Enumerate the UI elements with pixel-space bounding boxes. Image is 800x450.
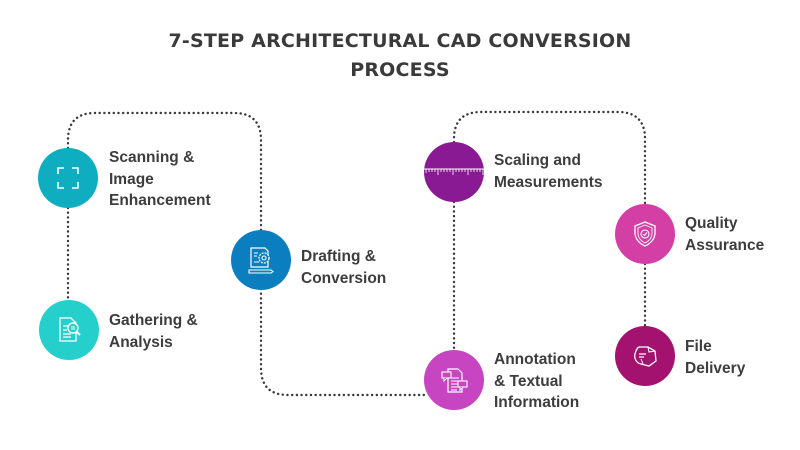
- step-2-label: Gathering & Analysis: [109, 310, 198, 353]
- step-6-circle: [615, 204, 675, 264]
- step-4-label-line: Measurements: [494, 173, 603, 191]
- document-comments-icon: [441, 368, 468, 393]
- connector-step4-step6: [452, 110, 647, 206]
- step-3-label: Drafting & Conversion: [301, 246, 386, 289]
- step-2-label-line: Analysis: [109, 333, 173, 351]
- blueprint-gear-icon: [248, 247, 274, 274]
- step-4-label: Scaling and Measurements: [494, 150, 603, 193]
- step-5-label-line: Information: [494, 394, 580, 411]
- title-line-2: PROCESS: [350, 59, 450, 81]
- delivery-package-icon: [634, 346, 657, 367]
- step-5-label-line: Annotation: [494, 351, 576, 368]
- step-5-label-line: & Textual: [494, 372, 563, 390]
- page-title: 7-STEP ARCHITECTURAL CAD CONVERSION PROC…: [0, 27, 800, 85]
- step-1-label-line: Scanning &: [109, 149, 195, 166]
- connector-step3-step5: [259, 287, 426, 397]
- connector-step1-step3: [66, 111, 263, 233]
- step-7-label-line: File: [685, 338, 712, 355]
- step-3-label-line: Drafting &: [301, 248, 376, 265]
- shield-check-icon: [634, 221, 656, 247]
- step-5-circle: [424, 350, 484, 410]
- step-6-label-line: Assurance: [685, 236, 765, 254]
- ruler-icon: [424, 168, 484, 175]
- step-4-label-line: Scaling and: [494, 152, 581, 169]
- step-1-label-line: Enhancement: [109, 192, 211, 209]
- step-3-label-line: Conversion: [301, 269, 387, 287]
- step-1-circle: [38, 148, 98, 208]
- document-search-icon: [59, 317, 81, 342]
- step-6-label: Quality Assurance: [685, 213, 764, 256]
- step-4-circle: [424, 142, 484, 202]
- step-5-label: Annotation & Textual Information: [494, 349, 579, 414]
- step-2-label-line: Gathering &: [109, 312, 198, 329]
- scan-frame-icon: [57, 167, 79, 189]
- step-3-circle: [231, 230, 291, 290]
- step-1-label-line: Image: [109, 170, 154, 188]
- title-line-1: 7-STEP ARCHITECTURAL CAD CONVERSION: [168, 30, 632, 52]
- step-2-circle: [39, 300, 99, 360]
- step-7-label: File Delivery: [685, 336, 745, 379]
- step-1-label: Scanning & Image Enhancement: [109, 147, 211, 212]
- step-7-circle: [615, 326, 675, 386]
- step-6-label-line: Quality: [685, 215, 738, 232]
- step-7-label-line: Delivery: [685, 359, 746, 377]
